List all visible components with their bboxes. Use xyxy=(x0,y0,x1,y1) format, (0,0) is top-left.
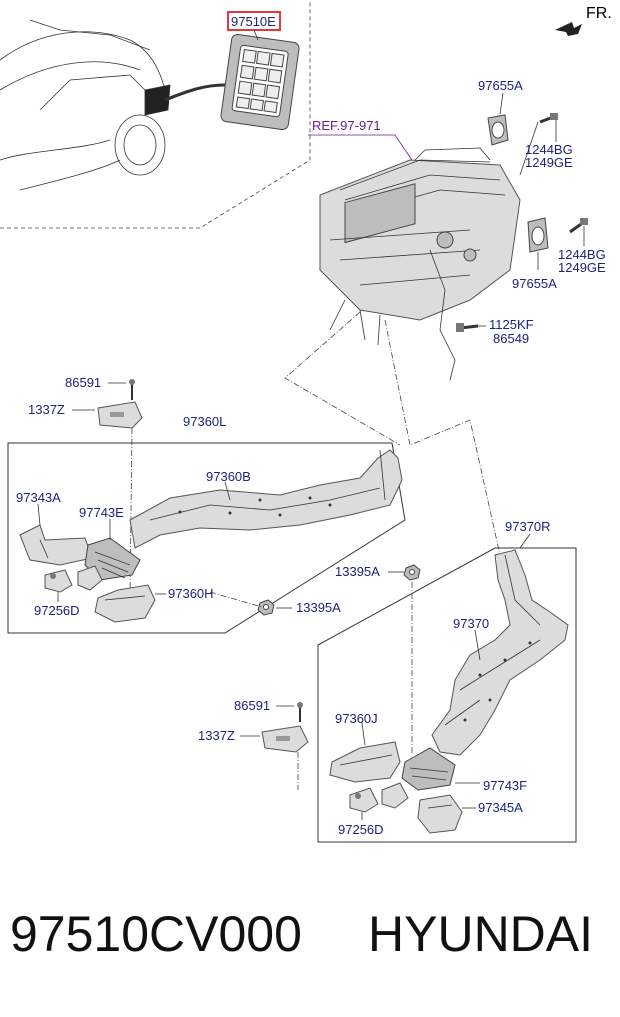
brand-name: HYUNDAI xyxy=(368,906,594,962)
callout-1249GE-mid[interactable]: 1249GE xyxy=(558,260,606,275)
callout-97655A-top[interactable]: 97655A xyxy=(478,78,523,93)
callout-97655A-mid[interactable]: 97655A xyxy=(512,276,557,291)
mesh-97743E-part xyxy=(84,537,141,581)
right-duct-group-box xyxy=(317,547,577,843)
bolt-top-part xyxy=(539,113,558,124)
callout-86549[interactable]: 86549 xyxy=(493,331,529,346)
callout-97370R[interactable]: 97370R xyxy=(505,519,551,534)
footer: 97510CV000 HYUNDAI xyxy=(0,895,620,985)
callout-1337Z-left[interactable]: 1337Z xyxy=(28,402,65,417)
callout-97360J[interactable]: 97360J xyxy=(335,711,378,726)
callout-13395A-right[interactable]: 13395A xyxy=(335,564,380,579)
bolt-mid-part xyxy=(569,218,588,234)
screw-right-part xyxy=(297,702,303,722)
callout-86591-left[interactable]: 86591 xyxy=(65,375,101,390)
callout-97256D-left[interactable]: 97256D xyxy=(34,603,80,618)
clip-right-part xyxy=(261,725,309,753)
vehicle-inset xyxy=(0,0,311,229)
bolt-bottom-part xyxy=(456,323,479,332)
actuator-right-part xyxy=(349,782,409,813)
gasket-top-part xyxy=(487,114,509,146)
vent-97345A-part xyxy=(417,794,463,834)
callout-97743E[interactable]: 97743E xyxy=(79,505,124,520)
screw-left-part xyxy=(129,379,135,400)
callout-97256D-right[interactable]: 97256D xyxy=(338,822,384,837)
callout-97345A[interactable]: 97345A xyxy=(478,800,523,815)
callout-1244BG-mid[interactable]: 1244BG xyxy=(558,247,606,262)
callout-1337Z-right[interactable]: 1337Z xyxy=(198,728,235,743)
callout-13395A-left[interactable]: 13395A xyxy=(296,600,341,615)
left-duct-group-box xyxy=(7,442,406,634)
orientation-label: FR. xyxy=(586,5,612,22)
nut-right-part xyxy=(403,564,421,581)
filter-cover-part xyxy=(220,33,300,131)
parts-diagram: 97510E FR. REF.97-971 xyxy=(0,0,612,843)
duct-97360H-part xyxy=(94,584,156,623)
hvac-housing-part xyxy=(319,147,521,381)
callout-86591-right[interactable]: 86591 xyxy=(234,698,270,713)
part-number: 97510CV000 xyxy=(10,906,302,962)
callout-97360L[interactable]: 97360L xyxy=(183,414,226,429)
callout-1249GE-top[interactable]: 1249GE xyxy=(525,155,573,170)
callout-97343A[interactable]: 97343A xyxy=(16,490,61,505)
clip-left-part xyxy=(97,401,143,429)
vent-97343A-part xyxy=(19,524,93,566)
front-arrow-icon xyxy=(555,22,582,36)
callout-1244BG-top[interactable]: 1244BG xyxy=(525,142,573,157)
gasket-mid-part xyxy=(527,217,549,253)
callout-97370[interactable]: 97370 xyxy=(453,616,489,631)
duct-97360J-part xyxy=(329,741,401,783)
actuator-left-part xyxy=(44,565,103,593)
duct-left-part xyxy=(129,449,403,549)
nut-left-part xyxy=(257,599,275,616)
mesh-97743F-part xyxy=(401,747,456,791)
callout-97360H[interactable]: 97360H xyxy=(168,586,214,601)
callout-97510E[interactable]: 97510E xyxy=(231,14,276,29)
callout-97360B[interactable]: 97360B xyxy=(206,469,251,484)
callout-ref[interactable]: REF.97-971 xyxy=(312,118,381,133)
callout-97743F[interactable]: 97743F xyxy=(483,778,527,793)
duct-right-part xyxy=(431,549,569,756)
callout-1125KF[interactable]: 1125KF xyxy=(489,317,534,332)
